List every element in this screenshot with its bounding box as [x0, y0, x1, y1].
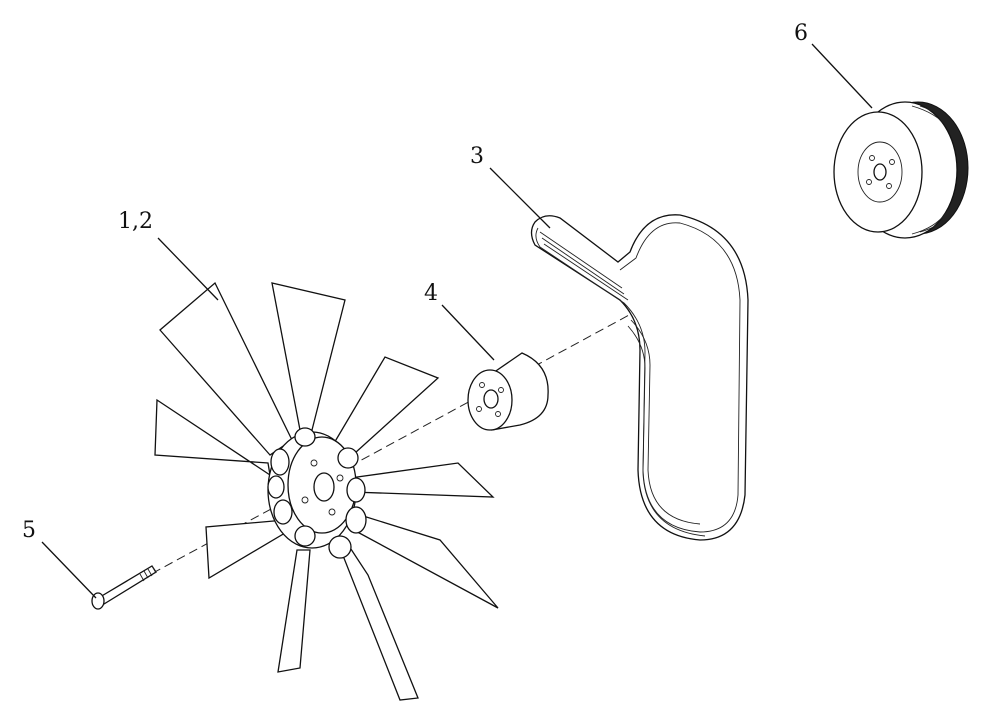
leader-line-fan — [157, 237, 219, 301]
fan-blade-root — [346, 477, 366, 503]
fan-blade — [349, 462, 495, 498]
fan-blade — [277, 549, 311, 673]
pulley-hub-ring — [857, 141, 903, 203]
fan-assembly — [154, 281, 499, 701]
fan-hub-bore — [313, 472, 335, 502]
pulley-bolt-hole — [889, 159, 895, 165]
pulley-bolt-hole — [866, 179, 872, 185]
bolt-shank — [99, 565, 157, 605]
fan-blade — [154, 398, 271, 477]
fan-blade-root — [273, 499, 293, 525]
fan-blade — [271, 282, 346, 431]
belt-outer — [530, 214, 749, 541]
spacer-bolt-hole — [498, 387, 504, 393]
fan-bolt-hole — [328, 508, 336, 516]
fan-blade-root — [294, 427, 316, 447]
pulley-bore — [873, 163, 887, 181]
fan-blade — [329, 356, 440, 463]
leader-line-spacer — [441, 304, 495, 361]
pulley-bolt-hole — [886, 183, 892, 189]
callout-spacer: 4 — [424, 281, 438, 306]
fan-blade-root — [328, 535, 352, 559]
belt-rib — [627, 325, 706, 537]
pulley — [833, 101, 969, 239]
belt-inner-edge — [535, 222, 741, 533]
fan-blade-root — [270, 448, 290, 476]
spacer — [467, 352, 549, 431]
pulley-groove — [919, 105, 967, 233]
belt — [530, 214, 749, 541]
fan-bolt-hole — [310, 459, 318, 467]
fan-blade-root — [267, 475, 285, 499]
callout-fan: 1,2 — [118, 209, 153, 234]
spacer-bolt-hole — [495, 411, 501, 417]
spacer-bolt-hole — [476, 406, 482, 412]
fan-bolt-hole — [301, 496, 309, 504]
belt-rib — [630, 319, 701, 525]
leader-line-belt — [489, 167, 551, 229]
bolt — [91, 565, 157, 610]
fan-blade-root — [337, 447, 359, 469]
leader-line-pulley — [811, 43, 873, 109]
spacer-bore — [483, 389, 499, 409]
pulley-groove — [911, 105, 961, 235]
leader-line-bolt — [41, 541, 97, 599]
callout-belt: 3 — [470, 144, 484, 169]
fan-blade — [339, 538, 419, 701]
bolt-thread — [139, 565, 157, 582]
spacer-bolt-hole — [479, 382, 485, 388]
pulley-bolt-hole — [869, 155, 875, 161]
callout-bolt: 5 — [22, 518, 36, 543]
fan-bolt-hole — [336, 474, 344, 482]
callout-pulley: 6 — [794, 21, 808, 46]
fan-blade-root — [294, 525, 316, 547]
fan-blade-root — [345, 506, 367, 534]
belt-rib — [539, 231, 629, 301]
fan-blade — [205, 519, 291, 580]
